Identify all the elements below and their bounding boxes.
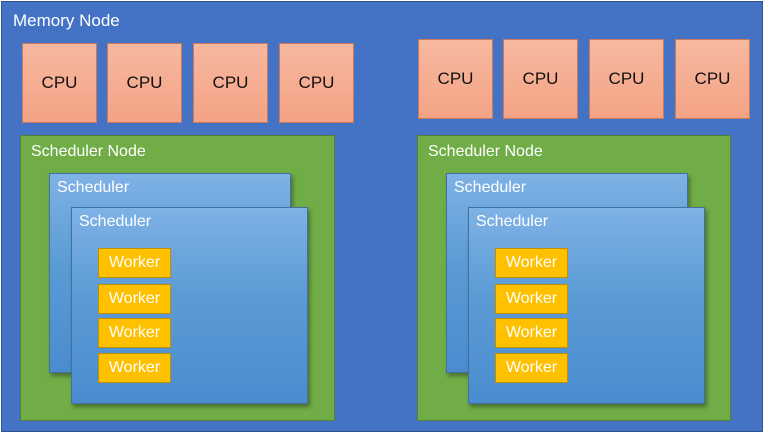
cpu-box: CPU xyxy=(279,43,354,123)
cpu-box: CPU xyxy=(503,39,578,119)
scheduler-node-label: Scheduler Node xyxy=(428,143,543,160)
cpu-box: CPU xyxy=(675,39,750,119)
worker-box: Worker xyxy=(98,318,171,348)
scheduler-label: Scheduler xyxy=(57,179,130,196)
scheduler-label: Scheduler xyxy=(476,213,549,230)
cpu-box: CPU xyxy=(22,43,97,123)
scheduler-node-label: Scheduler Node xyxy=(31,143,146,160)
worker-box: Worker xyxy=(495,318,568,348)
worker-box: Worker xyxy=(495,284,568,314)
scheduler-front: Scheduler Worker Worker Worker Worker xyxy=(468,207,705,404)
scheduler-label: Scheduler xyxy=(79,213,152,230)
memory-node-label: Memory Node xyxy=(13,11,120,30)
worker-box: Worker xyxy=(495,353,568,383)
worker-box: Worker xyxy=(98,353,171,383)
cpu-box: CPU xyxy=(193,43,268,123)
scheduler-node-right: Scheduler Node Scheduler Scheduler Worke… xyxy=(417,135,731,421)
cpu-box: CPU xyxy=(107,43,182,123)
scheduler-label: Scheduler xyxy=(454,179,527,196)
worker-box: Worker xyxy=(98,248,171,278)
cpu-box: CPU xyxy=(418,39,493,119)
scheduler-front: Scheduler Worker Worker Worker Worker xyxy=(71,207,308,404)
cpu-box: CPU xyxy=(589,39,664,119)
worker-box: Worker xyxy=(495,248,568,278)
scheduler-node-left: Scheduler Node Scheduler Scheduler Worke… xyxy=(20,135,335,421)
worker-box: Worker xyxy=(98,284,171,314)
